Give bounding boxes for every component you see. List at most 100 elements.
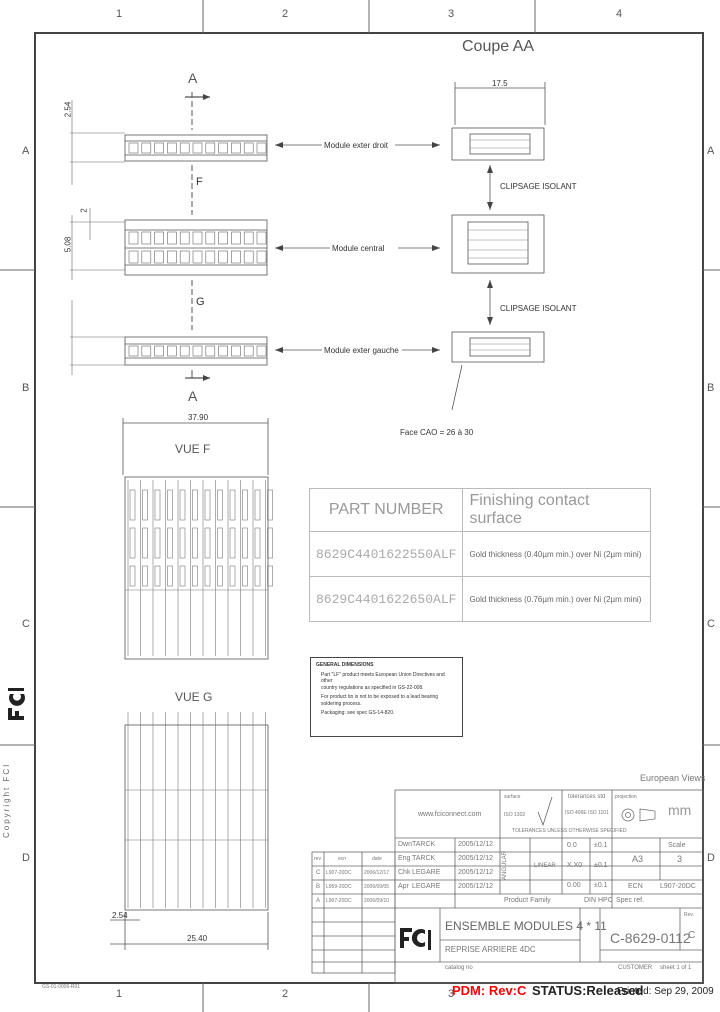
zone-right-a: A	[707, 145, 715, 157]
callout-module-central: Module central	[332, 244, 385, 253]
rev-row-date: 2006/09/05	[364, 884, 390, 890]
tolerances-std: ISO 406E ISO 1101	[565, 810, 609, 816]
detail-label-f: F	[196, 176, 203, 188]
copyright: Copyright FCI	[2, 762, 11, 838]
surface-label: surface	[504, 794, 521, 800]
chk-name: LEGARE	[412, 869, 441, 876]
zone-left-b: B	[22, 382, 30, 394]
zone-left-c: C	[22, 618, 30, 630]
rev-value: C	[688, 930, 696, 941]
projection-label: projection	[615, 794, 637, 800]
notes-line: Part "LF" product meets European Union D…	[321, 672, 445, 684]
rev-row-rev: A	[316, 898, 321, 904]
rev-row-rev: B	[316, 884, 321, 890]
catalog-label: catalog no	[445, 965, 473, 971]
part-number-header: PART NUMBER	[308, 488, 464, 532]
notes-line: Packaging: see spec GS-14-820.	[321, 710, 395, 716]
finish-cell: Gold thickness (0.40µm min.) over Ni (2µ…	[462, 531, 651, 577]
sheet-label: sheet 1 of 1	[660, 965, 692, 971]
product-family-label: Product Family	[504, 897, 551, 904]
dim-2-54: 2.54	[112, 911, 128, 920]
chk-role: Chk	[398, 869, 411, 876]
table-row: 8629C4401622650ALF Gold thickness (0.76µ…	[308, 576, 651, 622]
zone-right-d: D	[707, 852, 715, 864]
finish-header: Finishing contact surface	[462, 488, 651, 532]
rev-row-ecn: L959-20DC	[326, 884, 352, 890]
rev-header-ecn: ecn	[338, 856, 347, 862]
rev-row-date: 2006/09/10	[364, 898, 390, 904]
eng-date: 2005/12/12	[458, 855, 494, 862]
table-row: 8629C4401622550ALF Gold thickness (0.40µ…	[308, 531, 651, 577]
dwn-role: Dwn	[398, 841, 413, 848]
apr-date: 2005/12/12	[458, 883, 494, 890]
tol-value: ±0.1	[594, 842, 608, 849]
scale-label: Scale	[668, 842, 686, 849]
dim-side-1: 2.54	[63, 101, 73, 118]
unit: mm	[668, 802, 692, 818]
dwn-date: 2005/12/12	[458, 841, 494, 848]
eng-role: Eng	[398, 855, 411, 862]
scale-value: 3	[677, 854, 683, 864]
dim-side-3: 5.08	[63, 236, 73, 253]
drawing-subtitle: REPRISE ARRIERE 4DC	[445, 945, 536, 954]
zone-left-d: D	[22, 852, 30, 864]
notes-line: soldering process.	[321, 701, 362, 707]
product-family: DIN HPC	[584, 897, 613, 904]
rev-header-rev: rev	[314, 856, 321, 862]
detail-label-g: G	[196, 296, 205, 308]
rev-header-date: date	[372, 856, 382, 862]
zone-bottom-3: 3	[448, 988, 455, 1000]
tol-value: ±0.1	[594, 882, 608, 889]
rev-row-ecn: L907-20DC	[326, 870, 352, 876]
rev-row-rev: C	[316, 870, 321, 876]
callout-face-cao: Face CAO = 26 à 30	[400, 428, 474, 437]
tol-value: ±0.1	[594, 862, 608, 869]
tol-range: X.X0	[567, 862, 583, 869]
callout-module-gauche: Module exter gauche	[324, 346, 399, 355]
part-number-cell: 8629C4401622650ALF	[308, 576, 464, 622]
zone-left-a: A	[22, 145, 30, 157]
iso-1302: ISO 1302	[504, 812, 526, 818]
zone-bottom-1: 1	[116, 988, 123, 1000]
callout-module-droit: Module exter droit	[324, 141, 389, 150]
rev-row-date: 2006/12/17	[364, 870, 390, 876]
printed-date: Printed: Sep 29, 2009	[617, 986, 714, 997]
notes-title: GENERAL DIMENSIONS	[316, 662, 374, 668]
dwn-name: TARCK	[412, 841, 436, 848]
section-label-a-top: A	[188, 70, 198, 86]
linear-label: LINEAR	[534, 863, 556, 869]
ecn-label: ECN	[628, 883, 643, 890]
part-number-table: PART NUMBER Finishing contact surface 86…	[308, 488, 651, 622]
finish-cell: Gold thickness (0.76µm min.) over Ni (2µ…	[462, 576, 651, 622]
dim-37-90: 37.90	[188, 413, 209, 422]
rev-row-ecn: L907-20DC	[326, 898, 352, 904]
pdm-revision: PDM: Rev:C	[452, 983, 527, 998]
vue-g-label: VUE G	[175, 690, 213, 704]
callout-clipsage-2: CLIPSAGE ISOLANT	[500, 304, 577, 313]
eng-name: TARCK	[412, 855, 436, 862]
dim-17-5: 17.5	[492, 79, 508, 88]
apr-role: Apr	[398, 883, 409, 890]
european-views: European Views	[640, 773, 706, 783]
notes-box: GENERAL DIMENSIONS Part "LF" product mee…	[310, 657, 463, 737]
section-label-a-bottom: A	[188, 388, 198, 404]
tol-range: 0.00	[567, 882, 581, 889]
zone-top-2: 2	[282, 8, 289, 20]
chk-date: 2005/12/12	[458, 869, 494, 876]
callout-clipsage-1: CLIPSAGE ISOLANT	[500, 182, 577, 191]
form-number: GS-01-0006-R01	[42, 984, 81, 990]
notes-line: country regulations as specified in GS-2…	[321, 685, 424, 691]
vue-f-label: VUE F	[175, 442, 211, 456]
notes-line: For product tin is not to be exposed to …	[321, 694, 439, 700]
part-number-cell: 8629C4401622550ALF	[308, 531, 464, 577]
release-status: STATUS:Released	[532, 983, 644, 998]
angular-label: ANGULAR	[502, 850, 508, 880]
tolerance-note: TOLERANCES UNLESS OTHERWISE SPECIFIED	[512, 828, 627, 834]
spec-ref: Spec ref.	[616, 897, 645, 904]
dim-side-2: 2	[79, 208, 89, 213]
website: www.fciconnect.com	[418, 811, 482, 818]
drawing-number: C-8629-0112	[610, 930, 691, 946]
zone-bottom-2: 2	[282, 988, 289, 1000]
dim-25-40: 25.40	[187, 934, 208, 943]
customer-label: CUSTOMER	[618, 965, 653, 971]
